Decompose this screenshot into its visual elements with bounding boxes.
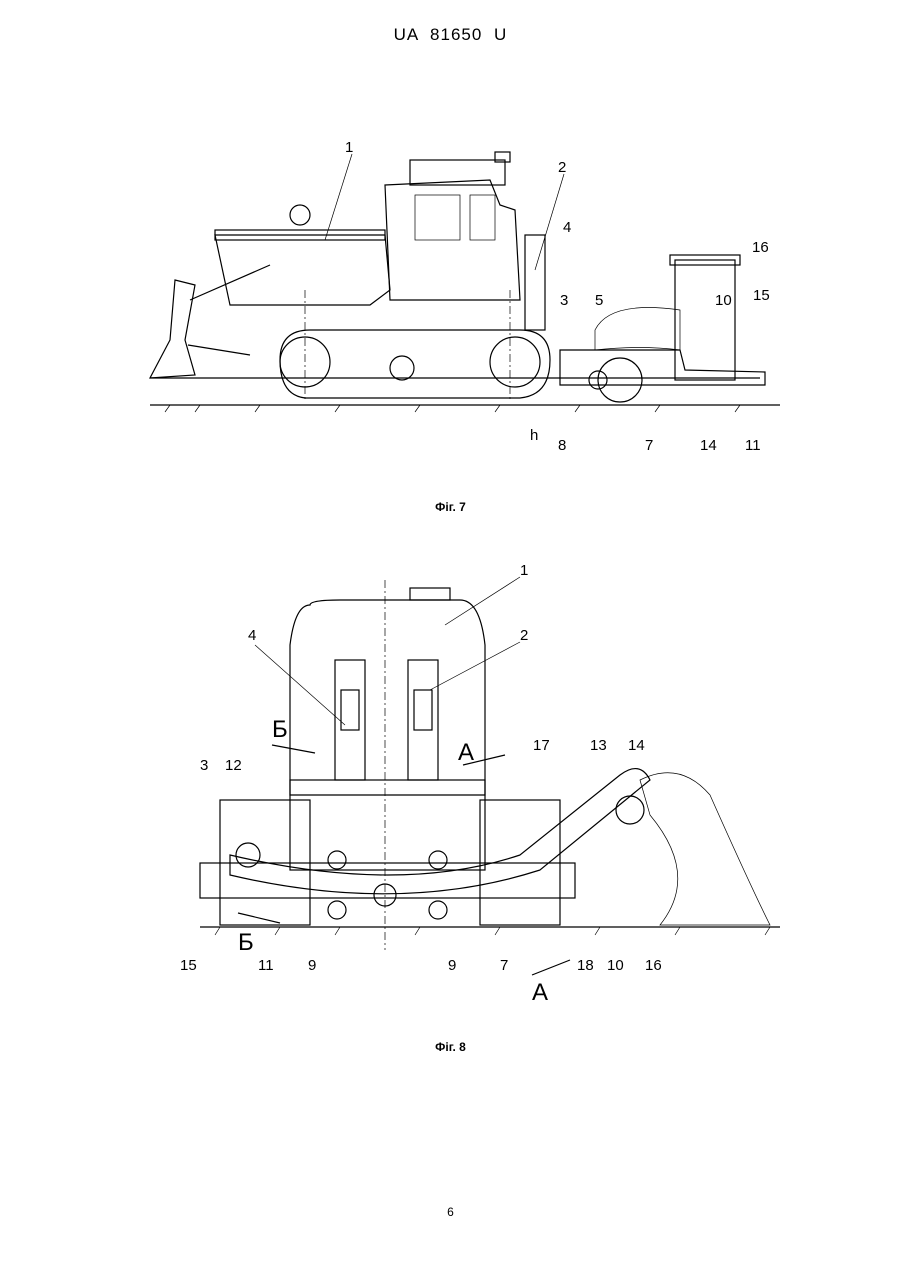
svg-text:11: 11 [258,957,274,974]
svg-text:4: 4 [248,627,256,644]
figure-7-caption: Фіг. 7 [0,500,901,514]
svg-text:4: 4 [563,219,571,236]
svg-text:15: 15 [753,287,770,304]
svg-text:А: А [532,979,548,1006]
svg-text:11: 11 [745,437,761,454]
svg-text:18: 18 [577,957,594,974]
svg-text:3: 3 [560,292,568,309]
page-number: 6 [0,1205,901,1219]
svg-text:13: 13 [590,737,607,754]
svg-text:2: 2 [558,159,566,176]
figure-8-caption: Фіг. 8 [0,1040,901,1054]
svg-text:16: 16 [645,957,662,974]
svg-text:9: 9 [448,957,456,974]
svg-text:3: 3 [200,757,208,774]
svg-text:10: 10 [715,292,732,309]
svg-text:1: 1 [345,140,353,156]
svg-text:А: А [458,739,474,766]
svg-text:10: 10 [607,957,624,974]
fig8-part-labels: 1 2 3 4 7 9 9 10 11 12 13 14 15 16 17 18… [180,562,662,1006]
svg-text:7: 7 [500,957,508,974]
svg-text:Б: Б [272,716,288,743]
svg-text:15: 15 [180,957,197,974]
svg-text:16: 16 [752,239,769,256]
document-id: UA 81650 U [0,25,901,45]
svg-text:1: 1 [520,562,528,579]
svg-text:2: 2 [520,627,528,644]
svg-text:h: h [530,427,538,444]
svg-text:12: 12 [225,757,242,774]
figure-8-drawing: 1 2 3 4 7 9 9 10 11 12 13 14 15 16 17 18… [180,555,790,1010]
svg-text:14: 14 [700,437,717,454]
svg-text:14: 14 [628,737,645,754]
svg-text:9: 9 [308,957,316,974]
svg-text:Б: Б [238,929,254,956]
svg-text:8: 8 [558,437,566,454]
figure-7-drawing: 1 2 3 4 5 7 8 10 11 14 15 16 h [140,140,790,460]
svg-text:5: 5 [595,292,603,309]
svg-text:17: 17 [533,737,550,754]
svg-text:7: 7 [645,437,653,454]
fig7-part-labels: 1 2 3 4 5 7 8 10 11 14 15 16 h [325,140,770,454]
